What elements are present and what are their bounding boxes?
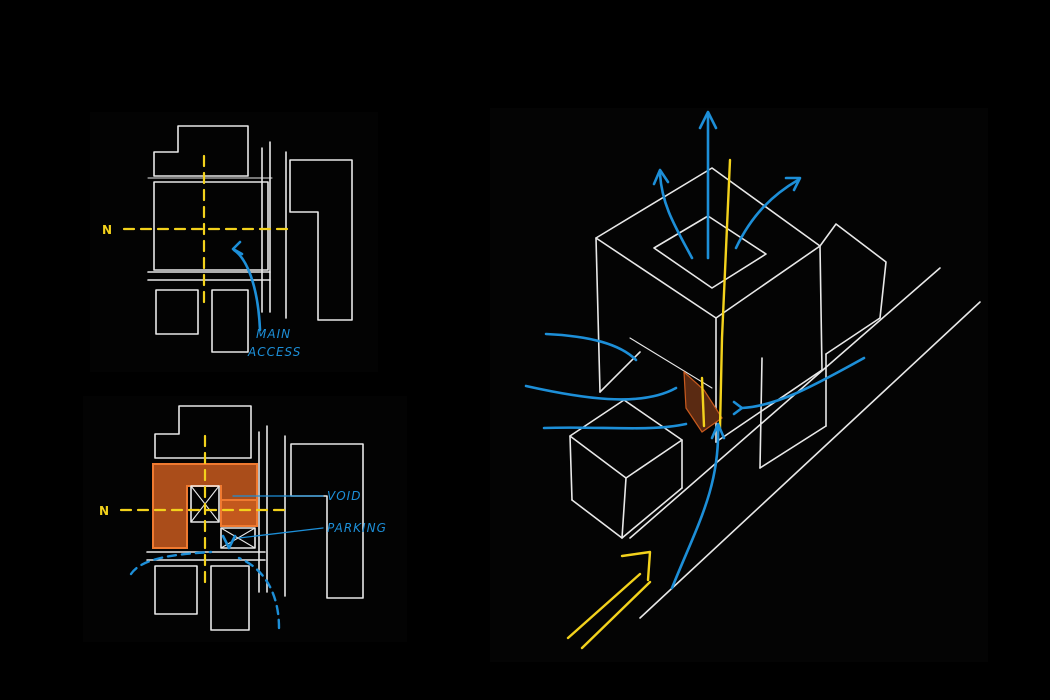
access-arrowhead <box>231 240 244 256</box>
leader-parking <box>238 527 324 539</box>
neighbor-blocks <box>153 125 353 353</box>
flow-dashed-east <box>237 556 281 630</box>
flow-west-low <box>524 384 678 401</box>
site-plan-bottom: N VOID PARKING <box>99 405 387 631</box>
flow-from-street <box>670 424 720 590</box>
flow-west <box>544 332 638 362</box>
annotation-main: MAIN <box>256 327 291 341</box>
site-plan-top: N MAIN ACCESS <box>102 125 353 359</box>
neighbor-block-s <box>211 289 249 353</box>
vertical-axis <box>718 158 732 430</box>
north-marker: N <box>99 504 109 518</box>
courtyard-opening <box>653 215 767 289</box>
flow-up-right <box>734 178 800 250</box>
label-parking: PARKING <box>327 521 387 535</box>
annotation-access: ACCESS <box>247 345 301 359</box>
annex-southwest <box>569 399 683 539</box>
building-wing <box>220 499 258 527</box>
site-plot <box>153 181 269 271</box>
flow-east <box>740 356 866 410</box>
neighbor-block-sw <box>155 289 199 335</box>
flow-dashed-west <box>129 550 213 576</box>
north-marker: N <box>102 223 112 237</box>
building-mass <box>152 463 258 549</box>
neighbor-block-s <box>210 565 250 631</box>
approach-arrow <box>566 572 652 650</box>
access-arrowhead <box>221 534 237 550</box>
neighbor-block-east <box>289 159 353 321</box>
neighbor-block-sw <box>154 565 198 615</box>
building-footprint <box>152 463 258 549</box>
neighbor-block-nw <box>154 405 252 459</box>
annex-east <box>759 223 887 469</box>
site-plan-top-panel: N MAIN ACCESS <box>90 112 378 372</box>
label-void: VOID <box>327 489 361 503</box>
arrowhead-up <box>698 110 718 130</box>
entry-axis <box>700 376 706 428</box>
approach-arrowhead <box>620 550 652 582</box>
site-plan-bottom-panel: N VOID PARKING <box>83 396 407 642</box>
isometric-sketch <box>524 110 981 650</box>
street <box>629 267 981 619</box>
flow-up-left <box>658 172 694 260</box>
isometric-panel <box>490 108 988 662</box>
flow-southwest <box>542 422 688 430</box>
neighbor-block-nw <box>153 125 249 177</box>
